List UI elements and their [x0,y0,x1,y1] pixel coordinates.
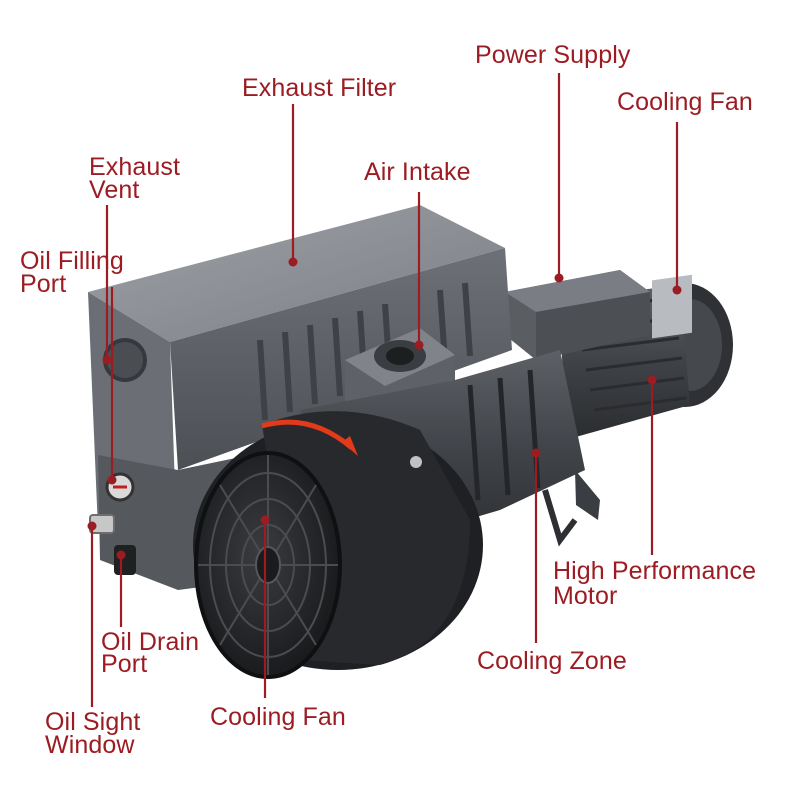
label-high-performance-line2: Motor [553,582,618,610]
label-oil-drain-line1: Oil Drain [101,628,200,656]
pump-housing [88,205,512,590]
label-air-intake: Air Intake [364,158,471,186]
rotation-arrow [261,419,354,450]
front-fan-cover [193,411,483,679]
motor-nameplate [652,274,692,339]
leader-lines [87,73,682,707]
label-exhaust-vent-line1: Exhaust [89,153,181,181]
label-oil-sight-line2: Window [45,731,135,759]
label-power-supply: Power Supply [475,41,631,69]
terminal-box [505,270,650,360]
label-high-performance-line1: High Performance [553,557,757,585]
label-exhaust-filter: Exhaust Filter [242,74,397,102]
label-oil-filling-line1: Oil Filling [20,247,124,275]
label-oil-filling-line2: Port [20,270,67,298]
label-oil-sight-line1: Oil Sight [45,708,141,736]
label-exhaust-vent-line2: Vent [89,176,140,204]
label-cooling-fan-rear: Cooling Fan [617,88,753,116]
label-cooling-zone: Cooling Zone [477,647,627,675]
label-oil-drain-line2: Port [101,650,148,678]
label-cooling-fan-front: Cooling Fan [210,703,346,731]
